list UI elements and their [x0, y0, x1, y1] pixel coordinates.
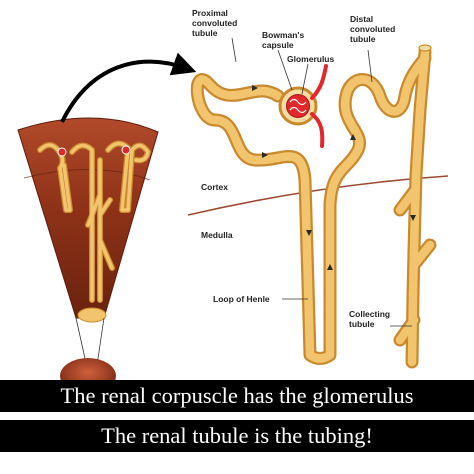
label-distal-tubule: Distal convoluted tubule: [350, 14, 398, 44]
zoom-arrow: [60, 52, 197, 123]
flow-arrows: [252, 85, 416, 270]
label-medulla: Medulla: [201, 230, 233, 240]
efferent-arteriole: [310, 112, 325, 148]
wedge-papilla: [77, 307, 107, 323]
label-bowmans-capsule: Bowman's capsule: [262, 30, 307, 50]
afferent-arteriole: [310, 64, 328, 100]
nephron-tubules: [190, 44, 437, 369]
wedge-nephrons: [37, 140, 151, 303]
label-glomerulus: Glomerulus: [287, 54, 335, 64]
kidney-wedge: [17, 117, 159, 323]
wedge-glomerulus: [121, 145, 131, 155]
label-collecting-tubule: Collecting tubule: [349, 309, 392, 329]
caption-renal-corpuscle: The renal corpuscle has the glomerulus: [0, 380, 474, 412]
renal-corpuscle: [278, 64, 328, 148]
label-loop-of-henle: Loop of Henle: [213, 294, 270, 304]
caption-renal-tubule: The renal tubule is the tubing!: [0, 420, 474, 452]
glomerulus: [286, 94, 310, 118]
collecting-tubule-opening: [418, 44, 432, 52]
label-cortex: Cortex: [201, 182, 228, 192]
label-proximal-tubule: Proximal convoluted tubule: [192, 8, 240, 38]
wedge-glomerulus: [57, 147, 67, 157]
